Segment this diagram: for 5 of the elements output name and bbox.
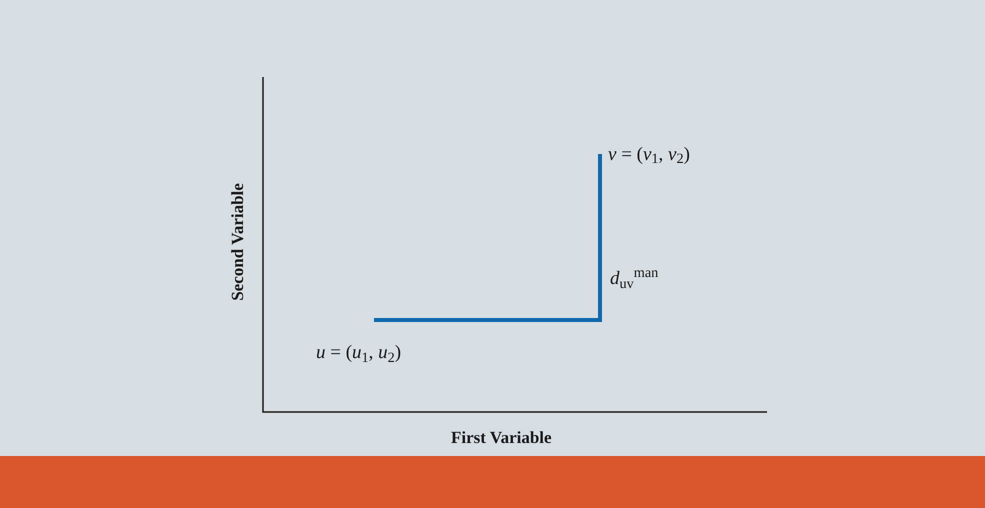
manhattan-path [374,154,602,322]
axis-title: First Variable [451,427,552,449]
point-label: u = (u$_{1}$, u$_{2}$) [316,343,402,362]
point-label: v = (v$_{1}$, v$_{2}$) [608,144,690,164]
axis-title: Second Variable [227,183,248,301]
